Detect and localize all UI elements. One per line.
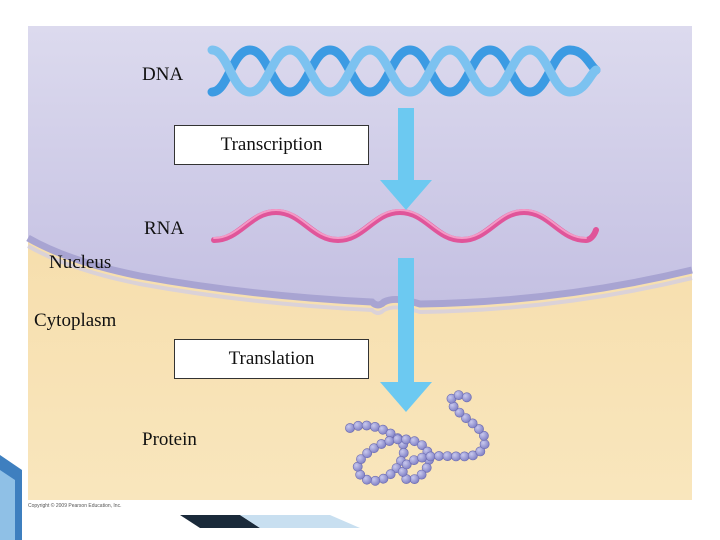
protein-chain — [345, 390, 490, 486]
amino-acid-bead — [451, 451, 461, 462]
amino-acid-bead — [461, 392, 472, 403]
transcription-label: Transcription — [174, 125, 369, 165]
amino-acid-bead — [361, 474, 372, 485]
amino-acid-bead — [459, 451, 470, 462]
amino-acid-bead — [353, 420, 364, 431]
amino-acid-bead — [401, 434, 412, 445]
amino-acid-bead — [385, 469, 396, 480]
amino-acid-bead — [475, 446, 486, 457]
amino-acid-bead — [417, 452, 427, 463]
amino-acid-bead — [356, 454, 366, 464]
cytoplasm-label: Cytoplasm — [34, 310, 117, 331]
amino-acid-bead — [409, 474, 420, 484]
amino-acid-bead — [362, 448, 373, 459]
protein-label: Protein — [142, 429, 197, 450]
amino-acid-bead — [369, 443, 379, 454]
rna-label: RNA — [144, 218, 185, 239]
amino-acid-bead — [434, 451, 444, 461]
amino-acid-bead — [425, 451, 436, 462]
nuclear-membrane — [26, 234, 693, 309]
rna-strand — [211, 208, 599, 244]
decorative-corner-light — [0, 470, 15, 540]
amino-acid-bead — [479, 439, 490, 450]
amino-acid-bead — [409, 455, 419, 465]
decorative-bar-light — [240, 515, 360, 528]
dna-strand-2 — [207, 45, 601, 97]
amino-acid-bead — [370, 475, 381, 486]
amino-acid-bead — [467, 418, 478, 429]
amino-acid-bead — [453, 390, 464, 400]
amino-acid-bead — [378, 473, 389, 484]
amino-acid-bead — [454, 407, 465, 418]
nuclear-membrane-inner — [27, 244, 693, 315]
amino-acid-bead — [392, 434, 403, 445]
amino-acid-bead — [421, 462, 432, 473]
amino-acid-bead — [384, 436, 395, 446]
translation-arrow — [380, 258, 432, 412]
translation-label: Translation — [174, 339, 369, 379]
amino-acid-bead — [361, 420, 372, 431]
amino-acid-bead — [401, 459, 412, 470]
amino-acid-bead — [345, 423, 355, 433]
amino-acid-bead — [442, 451, 453, 461]
amino-acid-bead — [416, 469, 427, 480]
amino-acid-bead — [478, 430, 489, 441]
dna-strand-1 — [207, 45, 601, 97]
amino-acid-bead — [461, 413, 471, 423]
amino-acid-bead — [417, 440, 427, 450]
nucleus-label: Nucleus — [49, 252, 112, 273]
dna-helix — [207, 45, 601, 97]
rna-strand-highlight — [213, 208, 587, 240]
decorative-bar-dark — [180, 515, 260, 528]
transcription-arrow — [380, 108, 432, 210]
copyright-notice: Copyright © 2009 Pearson Education, Inc. — [28, 503, 122, 509]
dna-label: DNA — [142, 64, 184, 85]
amino-acid-bead — [474, 424, 484, 434]
